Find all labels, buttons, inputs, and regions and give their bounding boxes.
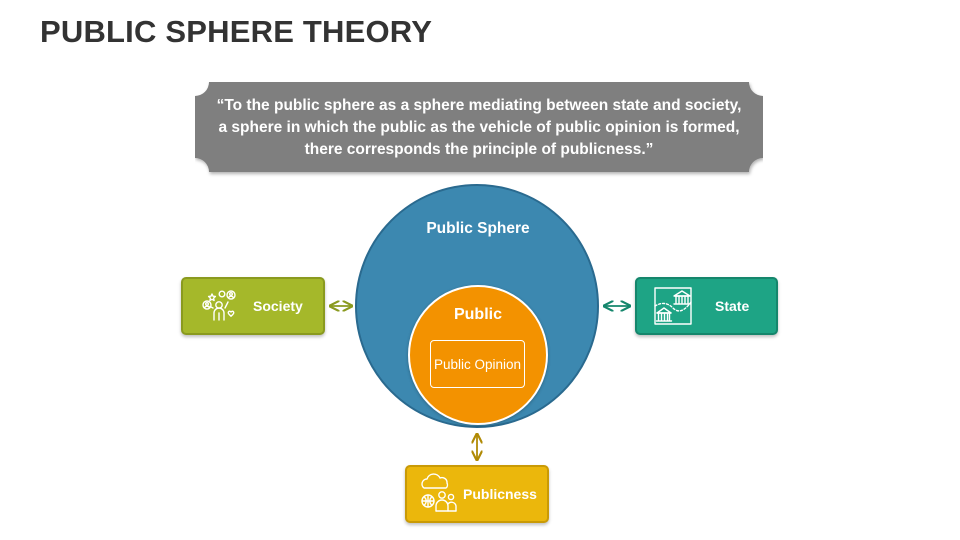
publicness-label: Publicness: [463, 486, 537, 502]
society-people-icon: [197, 284, 241, 328]
publicness-people-cloud-icon: [415, 472, 459, 516]
page-title: PUBLIC SPHERE THEORY: [40, 14, 433, 49]
public-opinion-label: Public Opinion: [433, 356, 522, 372]
society-node: Society: [181, 277, 325, 335]
state-node: State: [635, 277, 778, 335]
public-opinion-box: Public Opinion: [430, 340, 525, 388]
quote-text: “To the public sphere as a sphere mediat…: [216, 97, 742, 158]
public-label: Public: [453, 306, 502, 323]
state-buildings-icon: [651, 284, 695, 328]
publicness-node: Publicness: [405, 465, 549, 523]
state-label: State: [715, 298, 750, 314]
quote-banner: [195, 82, 763, 172]
society-label: Society: [253, 298, 303, 314]
public-sphere-label: Public Sphere: [426, 220, 530, 237]
